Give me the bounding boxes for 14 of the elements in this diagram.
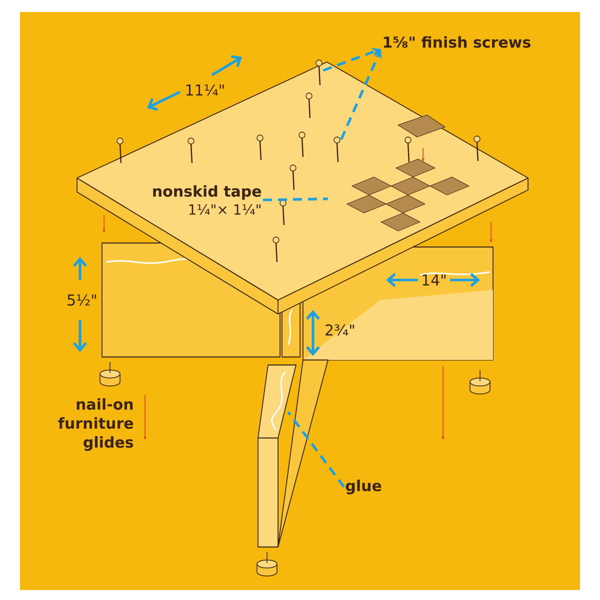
leader-line [262, 198, 328, 202]
part-label: nail-on furniture glides [58, 398, 134, 451]
tape-squares-drawing [346, 158, 470, 232]
dimension-label: 14" [422, 274, 446, 286]
dimension-label: 5½" [68, 294, 96, 306]
callout-label: nonskid tape 1¼"× 1¼" [153, 185, 262, 215]
callout-label: glue [346, 480, 382, 494]
leader-line [287, 411, 346, 488]
screw-drawing [334, 136, 340, 162]
screw-drawing [316, 60, 322, 86]
dimension-label: 2¾" [326, 324, 354, 336]
dimension-label: 11¼" [186, 84, 224, 96]
glue-drawing [271, 372, 286, 430]
callout-label: 1⅝" finish screws [384, 36, 530, 48]
